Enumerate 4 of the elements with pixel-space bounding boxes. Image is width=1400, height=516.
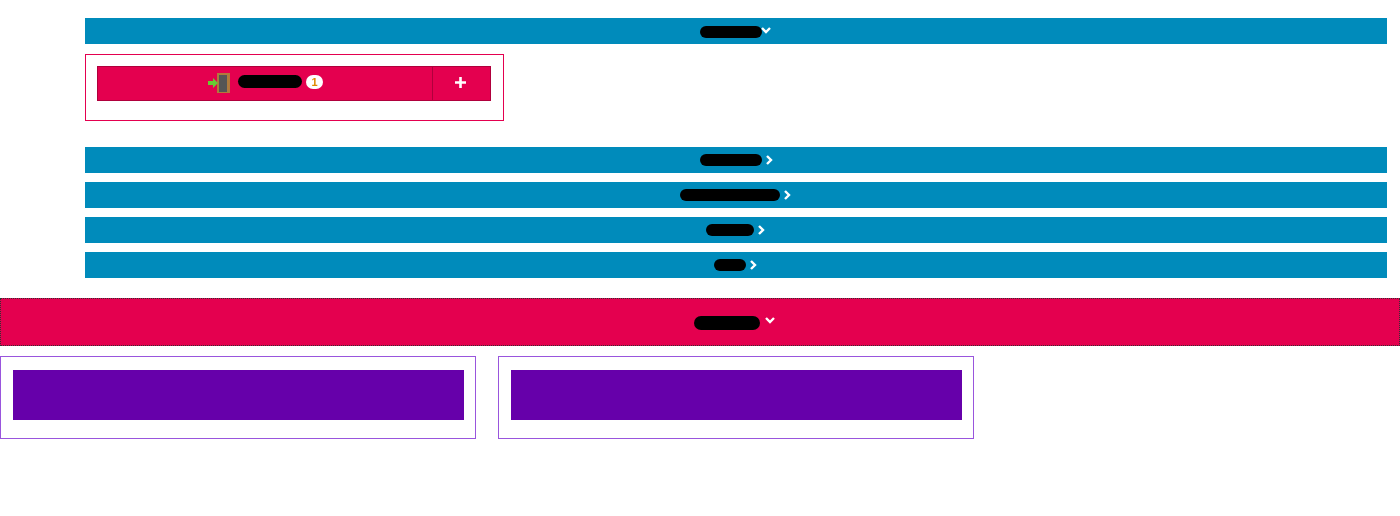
- panel-frame: [0, 356, 476, 439]
- content-block: [13, 370, 464, 420]
- panel-frame: [498, 356, 974, 439]
- content-block: [511, 370, 962, 420]
